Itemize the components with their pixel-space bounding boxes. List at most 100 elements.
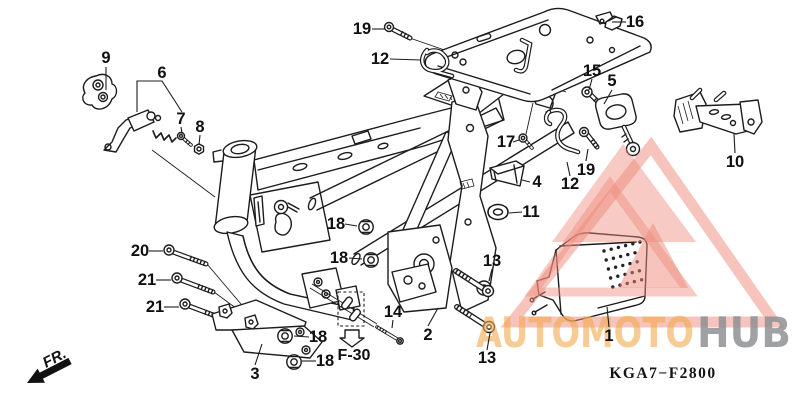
f30-reference-group [309,283,378,348]
watermark-triangle-outline-large [500,136,785,328]
leader-line-2-16 [427,307,439,327]
front-arrow-icon [27,357,72,383]
part-callout-20-19: 20 [131,242,149,260]
wire-clip-12-top [419,47,455,79]
watermark-logo: AUTOMOTO HUB [476,136,791,357]
leader-line-3-22 [254,343,263,366]
bolt-17 [518,133,534,150]
shield-hole [618,254,623,259]
shield-hole [626,252,630,257]
shield-hole [638,240,642,244]
frame-pivot-section [387,95,497,313]
leader-line-6-1 [136,80,183,113]
leader-line-19-12 [585,148,589,162]
leader-line-17-10 [512,139,520,143]
part-callout-11-14: 11 [522,203,539,221]
part-callout-12-13: 12 [561,175,579,193]
leader-line-12-5 [389,58,422,61]
bolt-14 [375,325,404,345]
leader-line-13-26 [486,332,491,351]
front-direction-marker: FR. [27,345,72,383]
leader-line-12-13 [566,161,571,177]
part-callout-5-8: 5 [607,72,616,90]
front-label: FR. [40,345,69,371]
part-callout-10-9: 10 [726,153,744,171]
part-callout-18-17: 18 [327,215,345,233]
grommet-part-11 [487,203,509,221]
shield-hole [611,256,616,260]
shield-hole [606,267,611,271]
f30-reference-label: F-30 [338,347,371,364]
part-callout-18-24: 18 [316,352,334,370]
shield-hole [611,285,615,289]
leader-line-11-14 [508,211,523,214]
bolt-13-lower [454,304,496,334]
part-callout-9-0: 9 [101,49,110,67]
part-callout-12-5: 12 [371,50,389,68]
leader-line-15-7 [588,78,593,91]
watermark-triangle-filled-small [618,223,688,288]
part-callout-15-7: 15 [583,62,601,80]
leader-line-5-8 [603,89,613,105]
shield-hole [621,263,625,268]
leader-line-13-15 [488,268,493,282]
flange-nut-18-d [286,354,302,370]
spring-and-screw-part-7 [152,130,193,147]
seat-hook-pin [513,37,533,74]
shield-hole [608,276,613,280]
shield-hole [613,265,618,269]
part-callout-14-25: 14 [384,303,403,321]
part-callout-3-22: 3 [250,365,259,383]
part-callout-1-27: 1 [604,327,613,345]
shield-hole [616,274,620,278]
seat-lock-part-5 [594,93,641,157]
part-callout-16-6: 16 [626,13,644,31]
leader-line-4-11 [521,179,531,183]
part-callout-21-20: 21 [138,271,156,289]
flange-nut-18-c [277,328,293,344]
bracket-part-9 [82,73,118,110]
leader-line-18-18 [348,257,363,260]
leader-line-18-17 [344,223,358,227]
shield-hole [631,242,635,246]
part-callout-19-4: 19 [353,20,371,38]
frame-down-tube [226,231,355,321]
part-callout-21-21: 21 [146,298,164,316]
f30-arrow-icon [339,329,365,348]
frame-main-body [212,95,505,253]
watermark-brand-gold: AUTOMOTO [476,308,694,357]
watermark-brand-gray: HUB [697,308,791,357]
rear-carrier-plate [424,7,652,113]
shield-hole [602,249,606,253]
part-callout-13-26: 13 [478,349,496,367]
part-callout-4-11: 4 [532,173,542,191]
shield-hole [609,247,613,251]
part-callout-7-2: 7 [176,110,185,128]
bolt-13-upper [453,268,495,298]
part-callout-19-12: 19 [577,161,595,179]
part-callout-6-1: 6 [157,64,166,82]
leader-line-18-23 [293,335,310,338]
bolt-21-upper [171,272,216,295]
leader-line-1-27 [606,306,610,328]
leader-line-8-3 [198,134,201,146]
watermark-triangle-filled-top [552,144,696,242]
part-callout-18-23: 18 [309,328,327,346]
bolt-20 [163,244,209,267]
shield-hole [616,245,621,250]
bolt-19-right [578,126,600,150]
wire-clip-12-right [543,107,581,155]
part-callout-13-15: 13 [483,252,501,270]
leader-line-10-9 [733,133,736,154]
part-callout-18-18: 18 [330,249,348,267]
part-callout-17-10: 17 [497,133,515,151]
shield-hole [633,251,637,255]
shield-hole [623,243,628,248]
bolt-19-top [383,21,413,41]
shield-hole [604,258,608,262]
leader-line-7-2 [180,126,183,134]
tool-bracket-part-10 [673,87,763,135]
